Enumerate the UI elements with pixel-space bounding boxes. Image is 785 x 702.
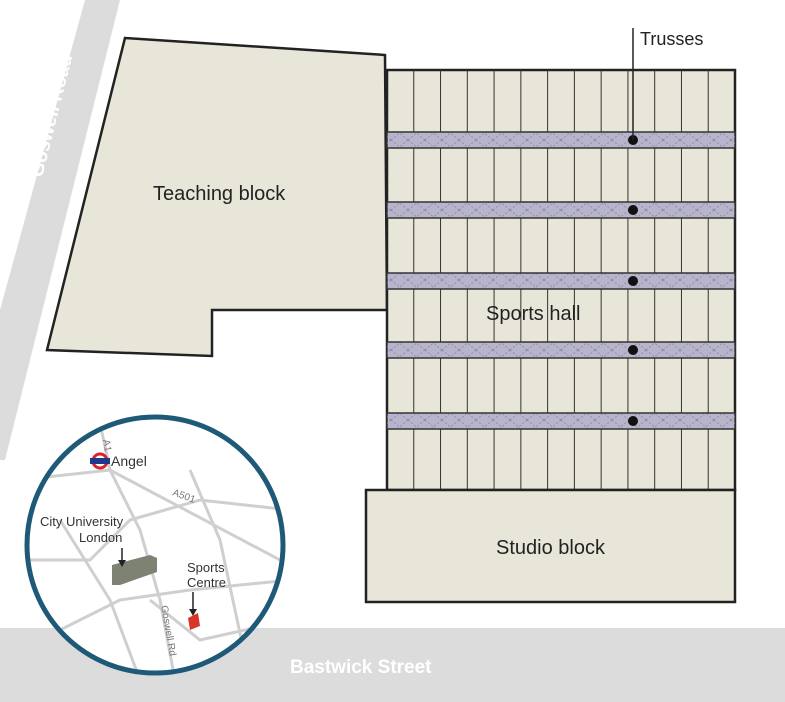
sports-centre-marker [188,613,200,630]
teaching-block [45,36,389,358]
truss-marker-dot [628,345,638,355]
truss-bracing [387,414,735,428]
angel-label: Angel [111,453,147,469]
sports-centre-arrowhead [189,609,197,616]
a1-label: A1 [100,439,113,453]
truss-bracing [387,203,735,217]
truss-marker-dot [628,205,638,215]
truss-marker-dot [628,276,638,286]
truss-bracing [387,343,735,357]
sports-hall [385,68,737,492]
truss-bracing [387,274,735,288]
inset-map: Angel A1 A501 City University London Spo… [24,414,286,676]
city-university-label-2: London [79,530,122,545]
sports-hall-label: Sports hall [486,303,581,325]
trusses-label: Trusses [640,29,703,49]
truss-marker-dot [628,416,638,426]
goswell-road [0,0,120,460]
truss-bracing [387,133,735,147]
underground-icon [90,452,110,470]
studio-block-label: Studio block [496,537,606,559]
bastwick-street-label: Bastwick Street [290,657,432,678]
teaching-block-label: Teaching block [153,183,286,205]
city-university-arrowhead [118,560,126,567]
studio-block [364,488,737,604]
sports-centre-label-2: Centre [187,575,226,590]
sports-centre-label-1: Sports [187,560,225,575]
city-university-label-1: City University [40,514,124,529]
